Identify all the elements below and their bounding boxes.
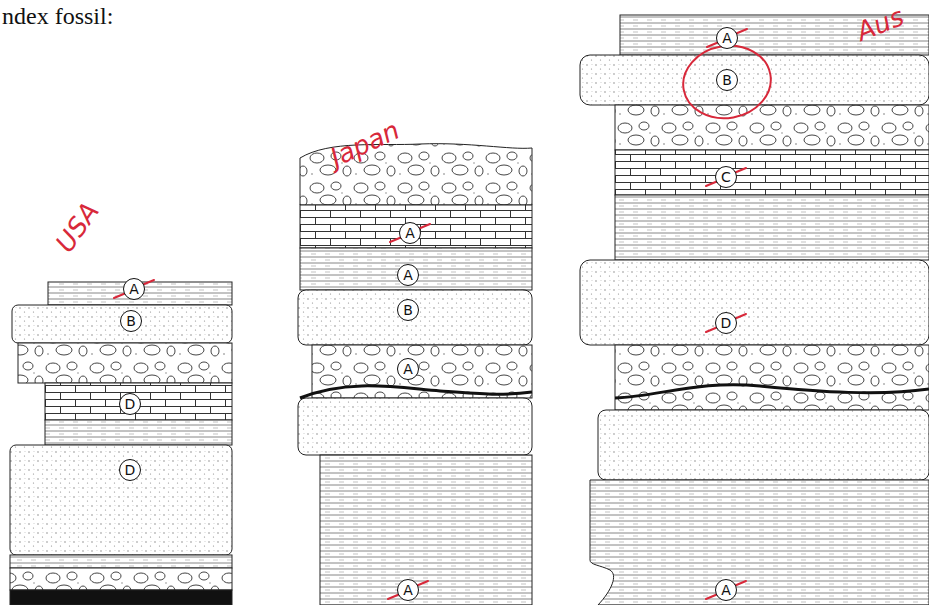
heading-text: ndex fossil: [2, 4, 113, 28]
fossil-circle: B [716, 69, 738, 91]
fossil-circle: A [397, 579, 419, 601]
fossil-letter: A [405, 226, 415, 240]
fossil-circle: A [399, 222, 421, 244]
fossil-letter: A [129, 282, 139, 296]
fossil-circle: D [119, 393, 141, 415]
fossil-circle: B [397, 299, 419, 321]
fossil-circle: A [123, 278, 145, 300]
fossil-circle: A [715, 579, 737, 601]
fossil-circle: B [120, 310, 142, 332]
fossil-letter: A [403, 362, 413, 376]
fossil-circle: A [397, 264, 419, 286]
fossil-letter: A [722, 31, 732, 45]
fossil-letter: C [721, 170, 731, 184]
country-label: USA [51, 198, 103, 257]
fossil-letter: B [722, 73, 732, 87]
fossil-circle: D [119, 459, 141, 481]
fossil-circle: C [715, 166, 737, 188]
fossil-letter: B [126, 314, 136, 328]
fossil-letter: D [125, 397, 136, 411]
fossil-circle: A [716, 27, 738, 49]
fossil-circle: D [715, 312, 737, 334]
fossil-circle: A [397, 358, 419, 380]
fossil-letter: D [721, 316, 732, 330]
fossil-letter: D [125, 463, 136, 477]
fossil-letter: A [403, 268, 413, 282]
fossil-letter: B [403, 303, 413, 317]
red-marks [114, 29, 777, 599]
fossil-letter: A [403, 583, 413, 597]
fossil-letter: A [721, 583, 731, 597]
